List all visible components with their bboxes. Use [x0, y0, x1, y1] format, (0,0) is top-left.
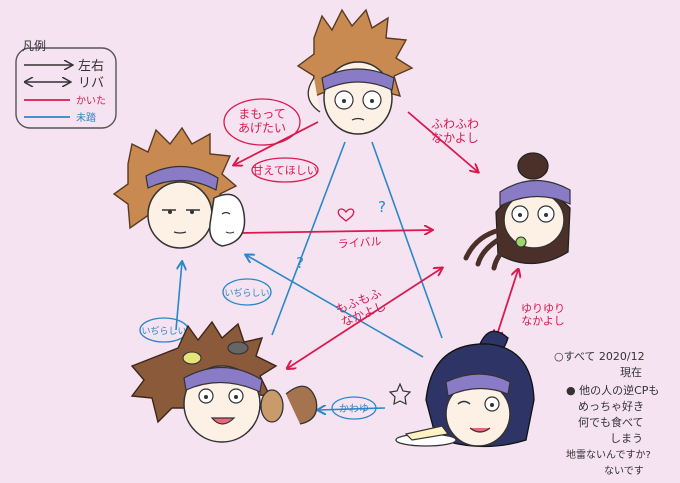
label-line: まもって	[238, 107, 285, 121]
character-right	[463, 152, 571, 271]
label-bubble-spoil	[251, 157, 319, 183]
note-line-6: しまう	[610, 432, 643, 445]
cake-icon	[404, 425, 450, 441]
edge-top-right	[407, 111, 478, 172]
mask-icon	[209, 193, 246, 247]
heart-icon	[337, 208, 355, 222]
edge-bottomright-bottomleft	[318, 408, 386, 410]
legend-label-drawn: かいた	[76, 95, 106, 107]
edge-top-bottomleft	[271, 141, 346, 336]
note-line-5: 何でも食べて	[578, 415, 644, 429]
headband-right	[499, 179, 571, 207]
face-left	[147, 181, 213, 249]
headband-top	[321, 68, 395, 91]
edge-right-bottomright	[496, 270, 518, 338]
label-spoil: 甘えてほしい	[252, 164, 317, 177]
label-fuwafuwa: ふわふわなかよし	[431, 117, 479, 145]
character-left	[112, 126, 246, 249]
label-line: なかよし	[521, 315, 564, 328]
legend-label-untouched: 未踏	[76, 111, 96, 124]
character-top	[296, 8, 414, 135]
label-line: なかよし	[431, 131, 478, 145]
label-line: ゆりゆり	[521, 302, 565, 315]
note-line-2: 現在	[620, 366, 642, 379]
crow-icon	[227, 341, 249, 355]
label-protect: まもってあげたい	[238, 107, 286, 135]
character-bottomright	[388, 330, 535, 448]
note-line-1: ○すべて 2020/12	[554, 350, 645, 363]
topknot-right	[517, 152, 549, 180]
legend-title: 凡例	[22, 39, 46, 53]
label-question-1: ?	[296, 254, 304, 272]
drawn-lines	[234, 111, 518, 368]
legend-label-riba: リバ	[78, 76, 104, 91]
legend: 凡例 左右 リバ かいた 未踏	[15, 39, 117, 129]
headband-bottomright	[445, 373, 511, 397]
hand-top	[307, 77, 321, 113]
label-ijirashii-1: いぢらしい	[224, 287, 269, 299]
label-bubble-kawayu	[331, 396, 377, 420]
label-line: あげたい	[238, 121, 286, 135]
legend-box	[15, 47, 117, 129]
note-line-8: ないです	[604, 465, 644, 477]
squirrel-tail	[285, 385, 318, 425]
sparkle-icon	[388, 382, 412, 406]
curls-right	[463, 227, 507, 271]
label-rival: ライバル	[337, 235, 382, 251]
headband-bottomleft	[183, 366, 263, 393]
note-line-3: ● 他の人の逆CPも	[566, 383, 659, 397]
bird-icon	[182, 351, 202, 365]
label-ijirashii-2: いぢらしい	[141, 325, 186, 337]
label-bubble-protect	[223, 98, 301, 146]
edge-bottomleft-right	[288, 268, 442, 368]
note-line-4: めっちゃ好き	[578, 399, 644, 413]
edge-bottomleft-left	[175, 262, 182, 331]
label-mofumofu: もふもふなかよし	[334, 286, 389, 330]
headband-left	[145, 165, 219, 191]
bubble-tea-icon	[515, 236, 527, 248]
edge-left-right	[239, 230, 432, 233]
notes: ○すべて 2020/12 現在 ● 他の人の逆CPも めっちゃ好き 何でも食べて…	[554, 350, 659, 477]
legend-label-left-right: 左右	[78, 59, 104, 74]
squirrel-icon	[260, 389, 284, 423]
label-question-2: ?	[378, 198, 386, 216]
label-kawayu: かわゆ	[339, 403, 369, 415]
note-line-7: 地雷ないんですか?	[566, 448, 651, 461]
label-yuriyuri: ゆりゆりなかよし	[521, 302, 565, 328]
character-bottomleft	[130, 320, 318, 443]
label-bubble-ijirashii-1	[222, 278, 272, 306]
label-line: ふわふわ	[431, 117, 479, 131]
